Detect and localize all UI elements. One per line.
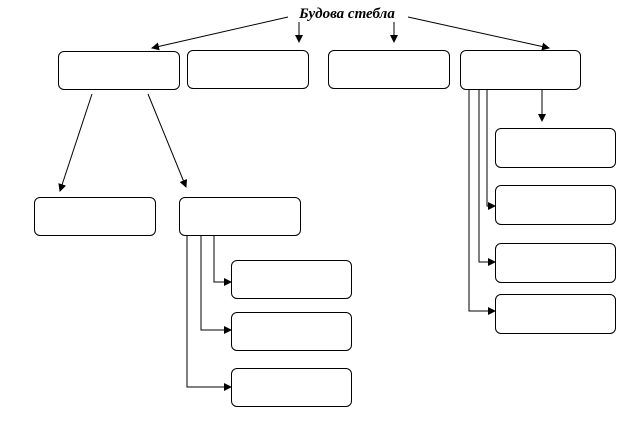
right-child-box-4 [495, 294, 616, 334]
connector-to-right-child-3 [478, 90, 496, 266]
arrow-box1-to-left-child-2 [147, 93, 188, 188]
left-child-box-2 [179, 197, 301, 236]
arrow-box1-to-left-child-1 [58, 93, 93, 192]
arrow-title-to-box-1 [151, 16, 289, 51]
connector-to-left-grandchild-2 [200, 236, 232, 334]
level1-box-4 [460, 50, 581, 90]
right-child-box-2 [495, 185, 616, 225]
left-child-box-1 [34, 197, 156, 236]
connector-to-right-child-2 [486, 90, 496, 210]
arrow-title-to-box-4 [407, 16, 550, 51]
left-grandchild-box-1 [231, 260, 352, 299]
connector-to-left-grandchild-3 [186, 236, 232, 391]
level1-box-1 [58, 51, 180, 90]
level1-box-3 [328, 50, 450, 89]
level1-box-2 [187, 50, 309, 89]
connector-to-right-child-4 [468, 90, 496, 315]
left-grandchild-box-2 [231, 312, 352, 351]
diagram-title: Будова стебла [299, 6, 395, 22]
left-grandchild-box-3 [231, 368, 352, 407]
right-child-box-1 [495, 128, 616, 168]
right-child-box-3 [495, 243, 616, 283]
connector-to-left-grandchild-1 [213, 236, 232, 286]
